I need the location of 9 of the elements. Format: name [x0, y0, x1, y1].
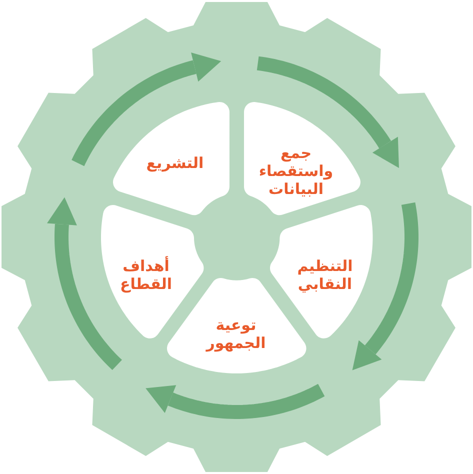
segment-label: التنظيم النقابي — [296, 256, 354, 293]
wedge-segment — [113, 102, 230, 216]
wedge-segment — [244, 102, 360, 216]
segment-label: جمع واستقصاء البيانات — [258, 144, 334, 198]
segment-label: توعية الجمهور — [204, 316, 267, 352]
wedge-segment — [270, 204, 372, 338]
segment-label: التشريع — [145, 154, 205, 172]
segment-label: أهداف القطاع — [118, 256, 174, 293]
wedge-segment — [100, 204, 204, 338]
